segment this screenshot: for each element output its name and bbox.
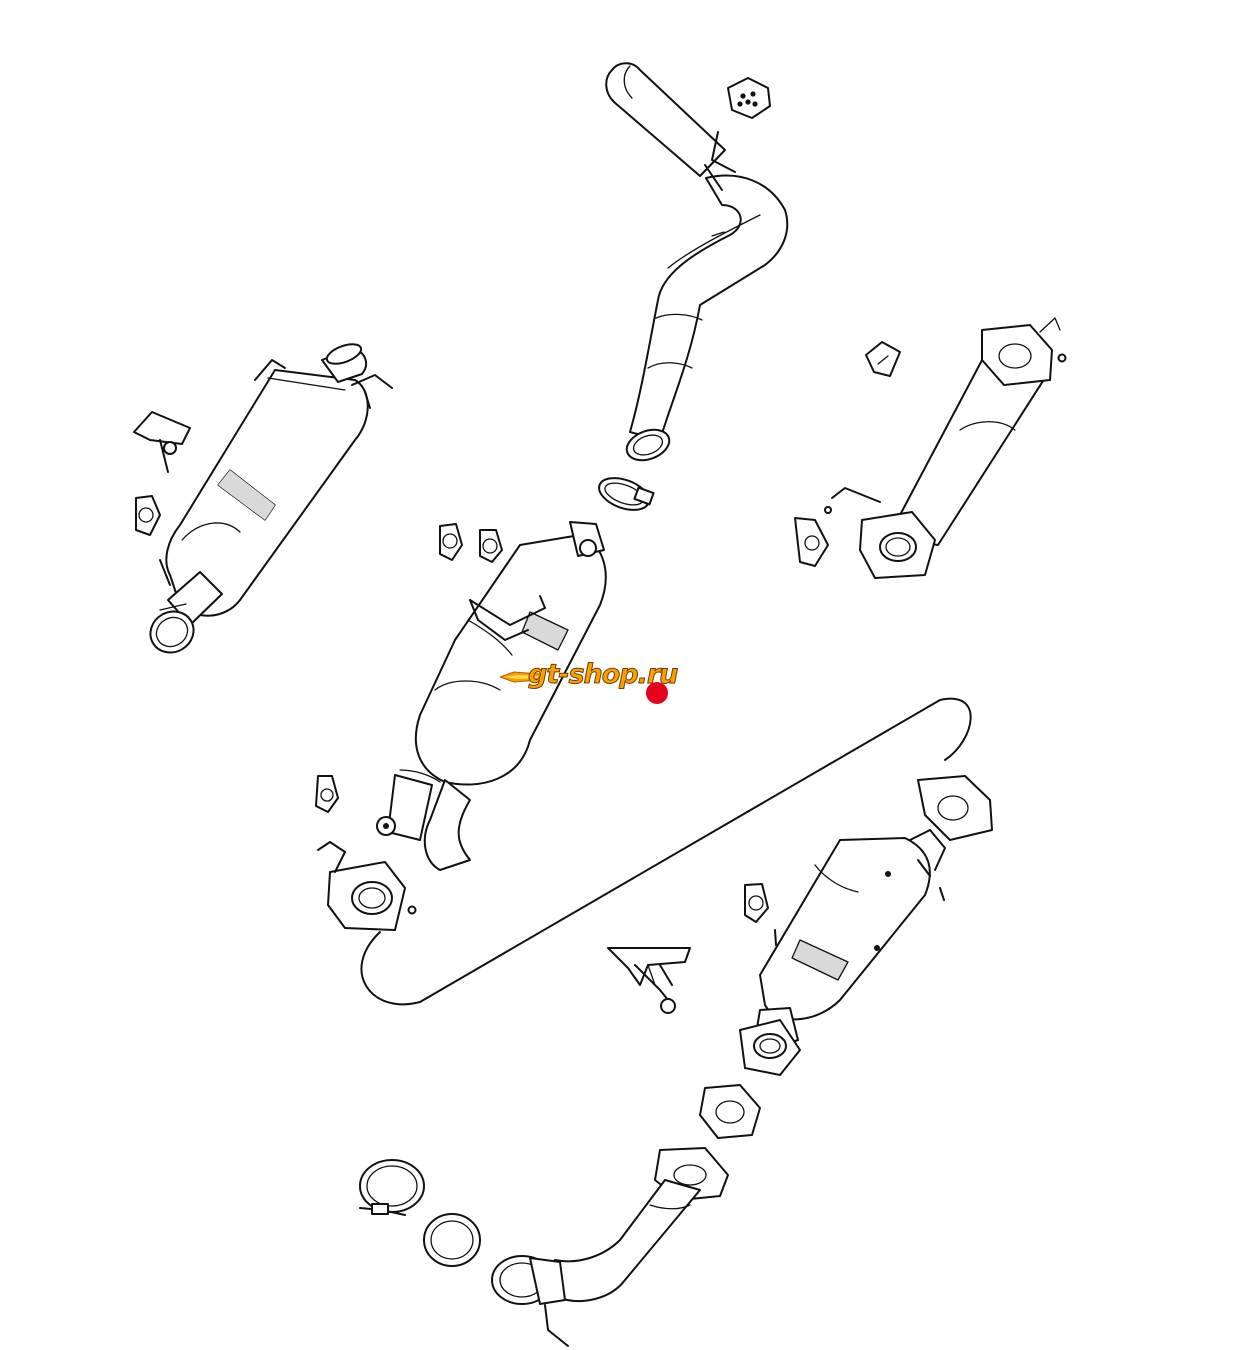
- hanger-isolator-right: [795, 518, 828, 566]
- rear-muffler: [143, 340, 392, 660]
- flame-icon: [500, 671, 540, 683]
- diesel-particulate-filter: [318, 522, 606, 930]
- hanger-isolator-center-b: [480, 530, 502, 562]
- assembly-reference-line: [361, 699, 970, 1005]
- watermark-text: gt-shop.ru: [527, 659, 678, 691]
- v-band-clamp: [360, 1160, 424, 1215]
- flange-gasket-upper: [918, 776, 992, 840]
- hanger-isolator-doc: [745, 884, 776, 945]
- downpipe: [492, 1148, 728, 1346]
- hanger-isolator-center-c: [316, 776, 338, 812]
- tailpipe: [606, 63, 787, 465]
- hanger-isolator-top: [728, 78, 770, 118]
- clamp: [595, 472, 654, 516]
- ring-gasket: [424, 1214, 480, 1266]
- front-pipe: [825, 318, 1066, 578]
- bracket-lower: [608, 948, 690, 1013]
- flange-gasket-lower: [700, 1085, 760, 1138]
- bracket-muffler: [134, 412, 190, 472]
- watermark-logo: gt-shop.ru: [500, 655, 745, 705]
- hanger-isolator-center-a: [440, 524, 462, 560]
- hanger-isolator-left: [136, 496, 160, 535]
- watermark-dot: [646, 682, 668, 704]
- diesel-oxidation-catalyst: [740, 830, 945, 1075]
- bracket-front-pipe: [866, 342, 900, 376]
